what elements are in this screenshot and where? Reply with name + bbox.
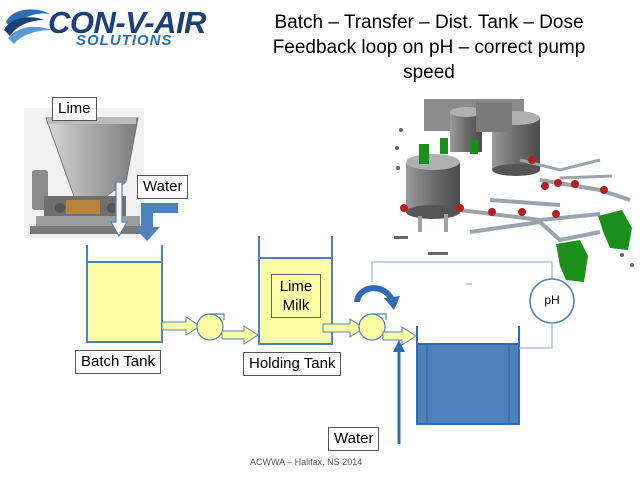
transfer-arrow-1 <box>161 316 201 336</box>
slide-title: Batch – Transfer – Dist. Tank – Dose Fee… <box>220 10 638 85</box>
ph-label: pH <box>544 293 560 307</box>
transfer-arrow-2 <box>221 325 259 345</box>
logo-swoosh-icon <box>4 9 52 44</box>
water-top-label: Water <box>137 175 189 199</box>
ph-sample-line <box>519 323 553 349</box>
equipment-illustration <box>394 99 634 282</box>
holding-tank-label: Holding Tank <box>243 352 342 376</box>
dosing-arrow-2 <box>382 326 417 346</box>
feedback-loop-line <box>371 261 553 282</box>
water-inlet-arrow <box>134 203 178 241</box>
batch-tank <box>86 245 163 343</box>
logo-name: CON-V-AIR <box>48 5 206 40</box>
footer-text: ACWWA – Halifax, NS 2014 <box>250 457 363 467</box>
transfer-pump-icon <box>196 313 225 341</box>
title-line-2: Feedback loop on pH – correct pump <box>272 37 586 58</box>
lime-milk-line-1: Lime <box>279 278 313 295</box>
water-bottom-label: Water <box>328 427 380 451</box>
pump-speed-arrow-icon <box>354 285 400 310</box>
lime-feed-arrow <box>109 181 129 238</box>
logo-subtitle: SOLUTIONS <box>76 32 173 49</box>
title-line-1: Batch – Transfer – Dist. Tank – Dose <box>274 12 584 33</box>
lime-feeder-machine <box>24 108 144 238</box>
lime-label: Lime <box>52 97 97 121</box>
lime-milk-label: Lime Milk <box>271 274 321 318</box>
dosing-pump-icon <box>358 313 387 341</box>
distribution-tank <box>416 326 520 425</box>
batch-tank-label: Batch Tank <box>75 350 161 374</box>
lime-milk-line-2: Milk <box>282 297 310 314</box>
title-line-3: speed <box>403 62 455 83</box>
dosing-arrow-1 <box>322 318 365 338</box>
